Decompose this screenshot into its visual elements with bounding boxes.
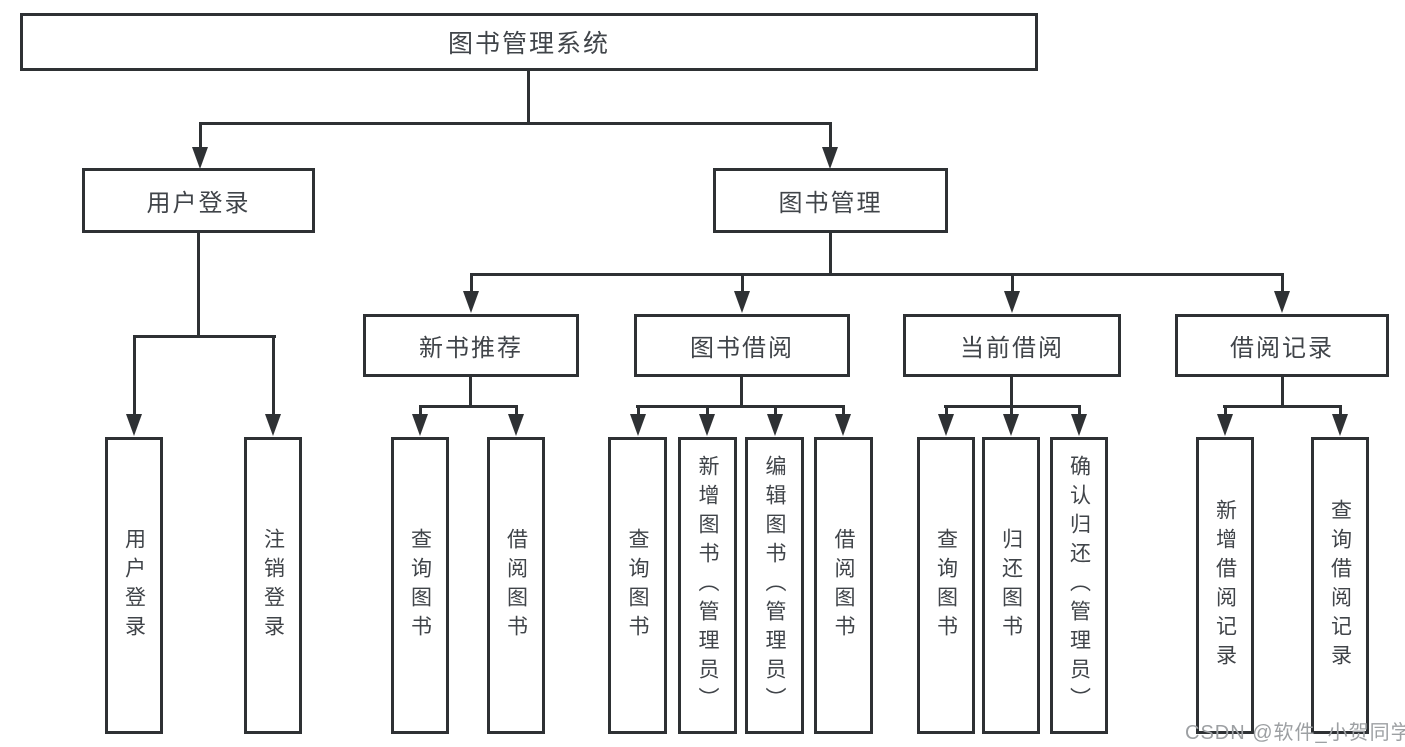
- arrow-to-edit-books-admin: [767, 405, 783, 436]
- arrow-to-leaf-user-login: [126, 335, 142, 436]
- connector-level1-bus: [199, 122, 832, 125]
- connector-records-bus: [1223, 405, 1342, 408]
- leaf-label: 确认归还（管理员）: [1067, 455, 1091, 716]
- arrow-to-query-books-borrowing: [630, 405, 646, 436]
- node-leaf-logout: 注销登录: [244, 437, 302, 734]
- csdn-watermark: CSDN @软件_小贺同学: [1185, 722, 1405, 744]
- arrow-to-current-borrowing: [1004, 273, 1020, 313]
- arrow-to-add-borrow-record: [1217, 405, 1233, 436]
- arrow-to-user-login: [192, 122, 208, 169]
- connector-root-stub: [527, 71, 530, 125]
- leaf-label: 注销登录: [261, 527, 285, 644]
- connector-recommendation-stub: [469, 377, 472, 408]
- leaf-label: 编辑图书（管理员）: [763, 455, 786, 716]
- connector-current-stub: [1010, 377, 1013, 408]
- node-leaf-query-books-recommend: 查询图书: [391, 437, 449, 734]
- arrow-to-query-borrow-record: [1332, 405, 1348, 436]
- connector-recommendation-bus: [419, 405, 518, 408]
- leaf-label: 归还图书: [999, 527, 1023, 644]
- leaf-label: 新增借阅记录: [1213, 498, 1237, 673]
- connector-borrowing-stub: [740, 377, 743, 408]
- arrow-to-new-book-recommendation: [463, 273, 479, 313]
- node-user-login: 用户登录: [82, 168, 315, 233]
- node-leaf-edit-books-admin: 编辑图书（管理员）: [745, 437, 804, 734]
- connector-current-bus: [944, 405, 1081, 408]
- leaf-label: 用户登录: [122, 527, 146, 644]
- arrow-to-borrow-books-borrowing: [835, 405, 851, 436]
- connector-book-management-stub: [829, 233, 832, 276]
- leaf-label: 借阅图书: [832, 527, 855, 644]
- connector-level2-bus: [470, 273, 1284, 276]
- node-borrowing-records: 借阅记录: [1175, 314, 1389, 377]
- leaf-label: 查询借阅记录: [1328, 498, 1352, 673]
- node-leaf-return-books: 归还图书: [982, 437, 1040, 734]
- leaf-label: 查询图书: [626, 527, 649, 644]
- leaf-label: 新增图书（管理员）: [696, 455, 719, 716]
- connector-records-stub: [1281, 377, 1284, 408]
- node-leaf-user-login: 用户登录: [105, 437, 163, 734]
- node-book-borrowing: 图书借阅: [634, 314, 850, 377]
- node-book-management: 图书管理: [713, 168, 948, 233]
- node-leaf-query-books-current: 查询图书: [917, 437, 975, 734]
- node-leaf-confirm-return-admin: 确认归还（管理员）: [1050, 437, 1108, 734]
- node-new-book-recommendation: 新书推荐: [363, 314, 579, 377]
- arrow-to-confirm-return-admin: [1071, 405, 1087, 436]
- connector-user-login-stub: [197, 233, 200, 337]
- connector-user-login-bus: [133, 335, 276, 338]
- arrow-to-query-books-current: [938, 405, 954, 436]
- leaf-label: 借阅图书: [504, 527, 528, 644]
- node-leaf-borrow-books-borrowing: 借阅图书: [814, 437, 873, 734]
- arrow-to-query-books-recommend: [412, 405, 428, 436]
- arrow-to-borrow-books-recommend: [508, 405, 524, 436]
- node-current-borrowing: 当前借阅: [903, 314, 1121, 377]
- node-library-management-system: 图书管理系统: [20, 13, 1038, 71]
- arrow-to-borrowing-records: [1274, 273, 1290, 313]
- connector-borrowing-bus: [636, 405, 845, 408]
- arrow-to-add-books-admin: [699, 405, 715, 436]
- arrow-to-book-borrowing: [734, 273, 750, 313]
- arrow-to-leaf-logout: [265, 335, 281, 436]
- leaf-label: 查询图书: [934, 527, 958, 644]
- node-leaf-add-borrow-record: 新增借阅记录: [1196, 437, 1254, 734]
- node-leaf-query-books-borrowing: 查询图书: [608, 437, 667, 734]
- node-leaf-borrow-books-recommend: 借阅图书: [487, 437, 545, 734]
- arrow-to-return-books: [1003, 405, 1019, 436]
- node-leaf-add-books-admin: 新增图书（管理员）: [678, 437, 737, 734]
- node-leaf-query-borrow-record: 查询借阅记录: [1311, 437, 1369, 734]
- arrow-to-book-management: [822, 122, 838, 169]
- leaf-label: 查询图书: [408, 527, 432, 644]
